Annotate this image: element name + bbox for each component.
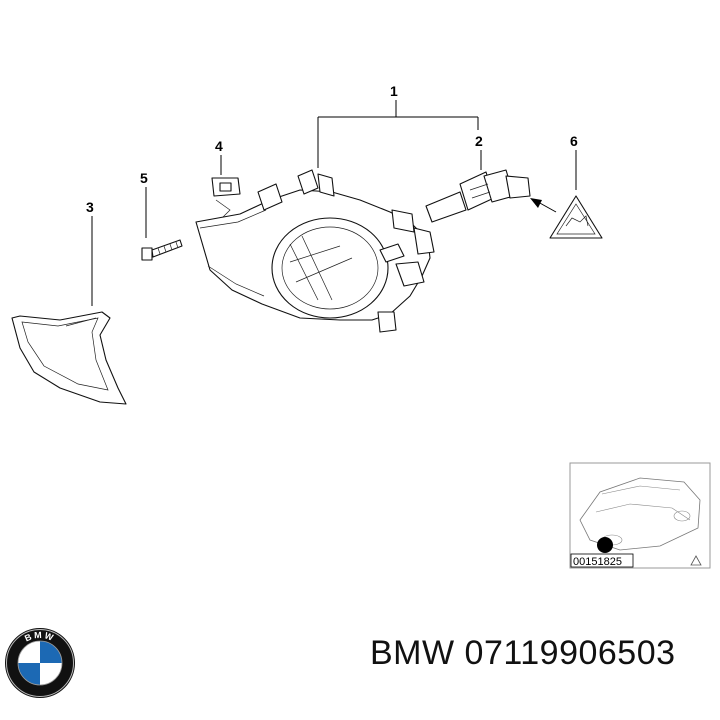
fog-light-housing: [195, 169, 435, 333]
arrow-to-bulb: [537, 201, 557, 213]
thumbnail-triangle-icon: [690, 555, 702, 566]
clip-nut-part: [211, 177, 241, 219]
vehicle-locator-thumbnail: 00151825: [569, 462, 711, 569]
callout-6: 6: [570, 133, 578, 149]
thumbnail-code: 00151825: [573, 556, 622, 568]
part-number: 07119906503: [464, 634, 676, 672]
brand-name: BMW: [370, 634, 455, 672]
callout-3: 3: [86, 199, 94, 215]
bmw-logo: BMW: [5, 628, 75, 698]
callout-1: 1: [390, 83, 398, 99]
svg-text:BMW: BMW: [23, 630, 56, 644]
trim-cover-part: [11, 311, 127, 405]
callout-5: 5: [140, 170, 148, 186]
callout-4: 4: [215, 138, 223, 154]
leader-1: [317, 100, 479, 168]
bulb-part: [425, 169, 531, 223]
arrow-head-icon: [530, 198, 542, 208]
logo-text: BMW: [23, 630, 54, 644]
screw-part: [141, 239, 183, 261]
part-caption: BMW 07119906503: [370, 634, 676, 673]
location-marker-icon: [597, 537, 613, 553]
warning-label-part: [549, 195, 603, 239]
callout-2: 2: [475, 133, 483, 149]
